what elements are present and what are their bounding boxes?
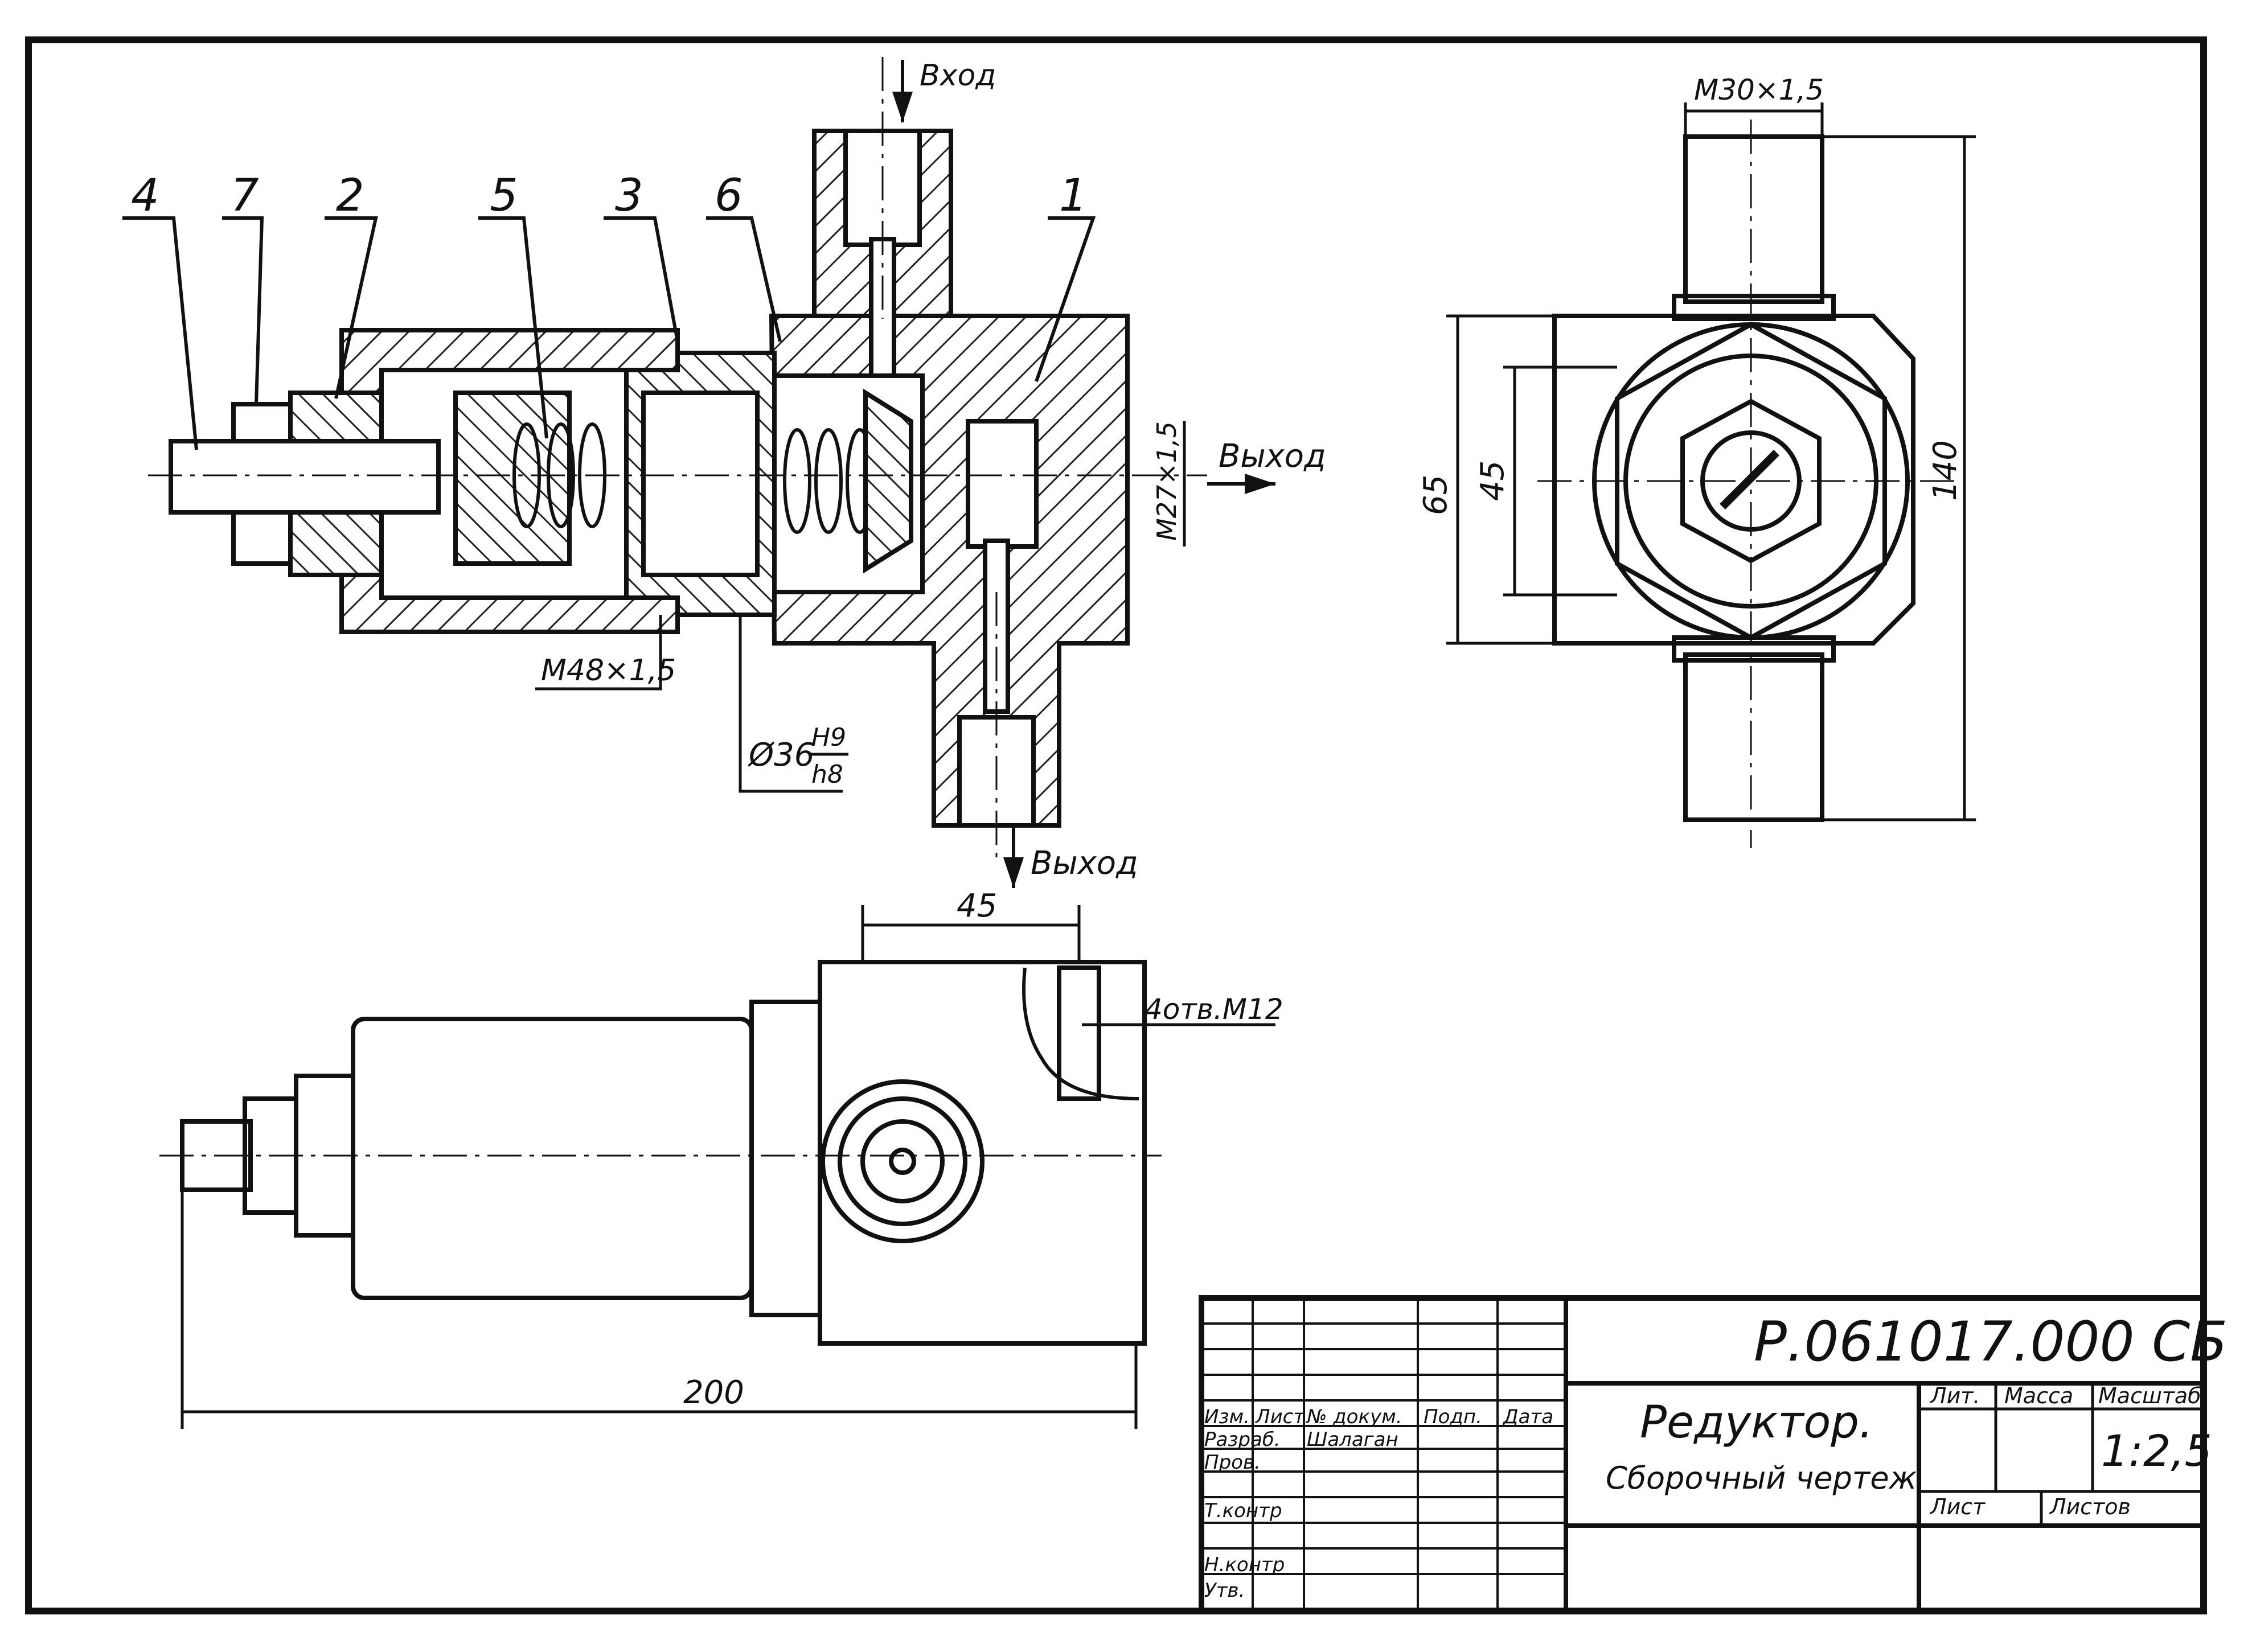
drawing-name: Редуктор. (1640, 1397, 1873, 1448)
col-lit: Лит. (1929, 1383, 1980, 1408)
row-utv: Утв. (1204, 1579, 1245, 1602)
top-dimensions (159, 905, 1275, 1429)
col-mass: Масса (2004, 1383, 2073, 1408)
sheet-label: Лист (1929, 1494, 1986, 1519)
row-prov: Пров. (1204, 1451, 1261, 1474)
tapped-hole (1057, 965, 1101, 1101)
flow-arrows (892, 60, 1275, 888)
drawing-subtitle: Сборочный чертеж (1606, 1460, 1917, 1496)
valve-cone (863, 388, 913, 574)
dim-140: 140 (1927, 440, 1964, 501)
dim-65: 65 (1417, 475, 1454, 515)
section-view (148, 57, 1207, 860)
outlet-bottom-label: Выход (1031, 845, 1138, 882)
thread-m27: M27×1,5 (1151, 421, 1182, 541)
pos-4: 4 (131, 170, 159, 221)
sleeve-part-3 (624, 351, 777, 617)
hdr-list: Лист (1254, 1406, 1305, 1428)
outlet-right-label: Выход (1219, 438, 1326, 475)
fit-shaft: h8 (811, 760, 843, 789)
pos-5: 5 (490, 170, 518, 221)
pos-7: 7 (231, 170, 259, 221)
top-fitting (1683, 134, 1824, 304)
hdr-sign: Подп. (1424, 1406, 1482, 1428)
hdr-date: Дата (1502, 1406, 1553, 1428)
hdr-izm: Изм. (1204, 1406, 1250, 1428)
break-line (1022, 967, 1139, 1100)
position-leaders (122, 216, 1096, 450)
inlet-label: Вход (920, 59, 996, 93)
screw-part-4 (169, 439, 441, 515)
designation: Р.061017.000 СБ (1754, 1310, 2228, 1374)
dim-200: 200 (683, 1374, 744, 1411)
outlet-right-bore (966, 419, 1039, 549)
pos-3: 3 (615, 170, 643, 221)
title-block (1199, 1295, 2206, 1614)
top-body (818, 960, 1147, 1346)
bottom-fitting (1683, 652, 1824, 822)
pos-1: 1 (1059, 170, 1088, 221)
col-scale: Масштаб (2098, 1383, 2201, 1408)
side-centerlines (1537, 120, 1959, 848)
thread-m48: M48×1,5 (541, 654, 676, 688)
dim-45-side: 45 (1474, 461, 1511, 501)
top-view (180, 960, 1147, 1346)
section-dimensions (535, 421, 1186, 793)
port-outer (821, 1079, 985, 1243)
sheets-label: Листов (2049, 1494, 2131, 1519)
pos-2: 2 (336, 170, 364, 221)
side-dimensions (1446, 102, 1976, 821)
holes-callout: 4отв.М12 (1145, 993, 1283, 1026)
side-view (1552, 134, 1915, 822)
sheet-frame (25, 36, 2207, 1614)
fit-hole: H9 (811, 723, 846, 752)
row-tkontr: Т.контр (1204, 1499, 1282, 1522)
thread-m30: M30×1,5 (1694, 73, 1824, 106)
pos-6: 6 (715, 170, 743, 221)
row-razrab: Разраб. (1204, 1428, 1281, 1451)
row-nkontr: Н.контр (1204, 1554, 1285, 1576)
fit-diameter: Ø36 (748, 737, 814, 774)
inlet-channel (869, 237, 896, 389)
top-cap (351, 1017, 754, 1300)
spring-seat (453, 391, 572, 566)
hdr-doc: № докум. (1306, 1406, 1402, 1428)
top-nut (749, 1000, 822, 1317)
scale-value: 1:2,5 (2101, 1425, 2212, 1476)
cap-part-2 (339, 328, 680, 634)
row-razrab-name: Шалаган (1307, 1428, 1398, 1451)
dim-45-top: 45 (957, 887, 997, 924)
